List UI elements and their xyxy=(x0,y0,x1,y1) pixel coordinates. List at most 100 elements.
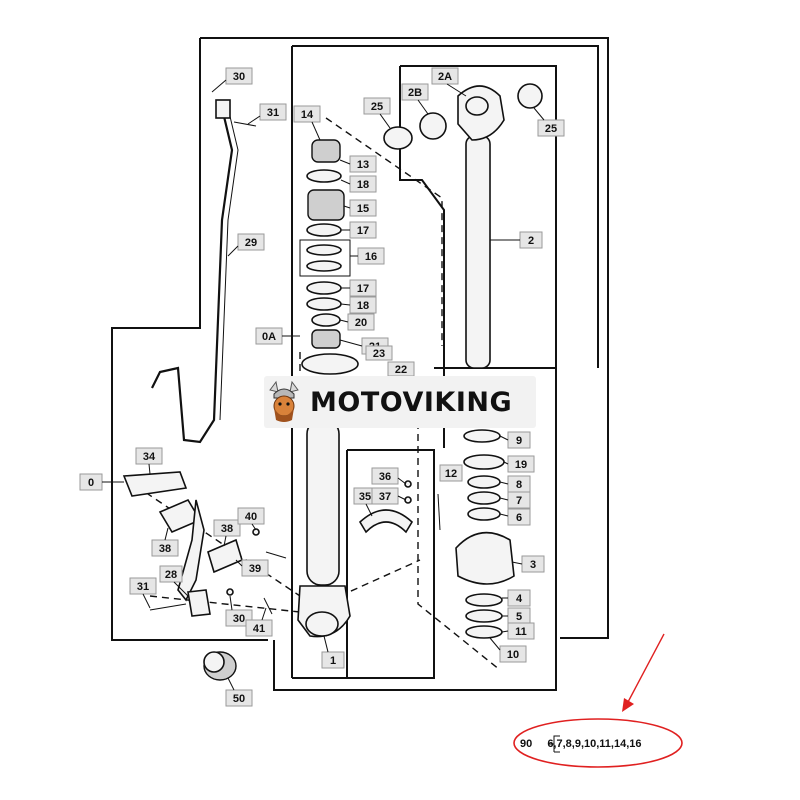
part-label: 28 xyxy=(159,565,183,583)
part-label: 8 xyxy=(507,475,531,493)
part-labels: 0 0A 1 2 2A 2B 3 4 5 6 7 8 9 10 11 12 13… xyxy=(79,67,565,707)
svg-text:17: 17 xyxy=(357,225,369,237)
part-label: 31 xyxy=(259,103,287,121)
part-label: 35 xyxy=(353,487,377,505)
part-label: 5 xyxy=(507,607,531,625)
svg-text:20: 20 xyxy=(355,317,367,329)
part-label: 4 xyxy=(507,589,531,607)
part-label: 38 xyxy=(213,519,241,537)
svg-text:31: 31 xyxy=(137,581,149,593)
svg-text:15: 15 xyxy=(357,203,369,215)
svg-text:11: 11 xyxy=(515,626,527,638)
part-label: 15 xyxy=(349,199,377,217)
part-label: 17 xyxy=(349,221,377,239)
svg-text:50: 50 xyxy=(233,693,245,705)
hydraulic-line-29 xyxy=(151,99,257,444)
part-label: 41 xyxy=(245,619,273,637)
svg-text:2A: 2A xyxy=(438,71,452,83)
rings-2a-2b-25 xyxy=(383,83,543,150)
part-label: 20 xyxy=(347,313,375,331)
part-label: 2B xyxy=(401,83,429,101)
svg-text:37: 37 xyxy=(379,491,391,503)
svg-text:5: 5 xyxy=(516,611,522,623)
svg-text:7: 7 xyxy=(516,495,522,507)
svg-text:38: 38 xyxy=(221,523,233,535)
part-label: 34 xyxy=(135,447,163,465)
part-label: 38 xyxy=(151,539,179,557)
clamp-35 xyxy=(358,480,441,534)
svg-text:25: 25 xyxy=(371,101,383,113)
part-label: 13 xyxy=(349,155,377,173)
svg-text:31: 31 xyxy=(267,107,279,119)
svg-text:8: 8 xyxy=(516,479,522,491)
svg-text:30: 30 xyxy=(233,71,245,83)
svg-text:4: 4 xyxy=(516,593,523,605)
svg-text:25: 25 xyxy=(545,123,557,135)
red-arrow-head-icon xyxy=(622,698,634,712)
svg-text:34: 34 xyxy=(143,451,156,463)
svg-text:29: 29 xyxy=(245,237,257,249)
part-label: 30 xyxy=(225,67,253,85)
part-label: 6 xyxy=(507,508,531,526)
svg-text:9: 9 xyxy=(516,435,522,447)
svg-text:0: 0 xyxy=(88,477,94,489)
watermark-banner: MOTOVIKING xyxy=(264,376,536,428)
part-label: 7 xyxy=(507,491,531,509)
cylinder-barrel xyxy=(457,85,505,369)
reference-note: 90 6,7,8,9,10,11,14,16 xyxy=(520,738,642,750)
part-label: 1 xyxy=(321,651,345,669)
part-label: 25 xyxy=(363,97,391,115)
part-label: 18 xyxy=(349,175,377,193)
part-label: 22 xyxy=(387,361,415,377)
reference-note-items: 6,7,8,9,10,11,14,16 xyxy=(547,738,642,750)
part-label: 25 xyxy=(537,119,565,137)
part-label: 40 xyxy=(237,507,265,525)
svg-text:13: 13 xyxy=(357,159,369,171)
hose-bracket-assembly xyxy=(122,471,287,617)
part-label: 19 xyxy=(507,455,535,473)
part-label: 9 xyxy=(507,431,531,449)
viking-logo-icon xyxy=(269,380,299,422)
svg-text:22: 22 xyxy=(395,364,407,376)
part-label: 0A xyxy=(255,327,283,345)
svg-text:18: 18 xyxy=(357,300,369,312)
part-label: 18 xyxy=(349,296,377,314)
part-label: 12 xyxy=(439,464,463,482)
part-label: 0 xyxy=(79,473,103,491)
svg-text:23: 23 xyxy=(373,348,385,360)
svg-text:16: 16 xyxy=(365,251,377,263)
highlight-ellipse xyxy=(513,718,683,768)
svg-text:12: 12 xyxy=(445,468,457,480)
part-label: 2A xyxy=(431,67,459,85)
svg-text:36: 36 xyxy=(379,471,391,483)
svg-text:14: 14 xyxy=(301,109,314,121)
svg-text:2: 2 xyxy=(528,235,534,247)
part-label: 10 xyxy=(499,645,527,663)
gland-stack xyxy=(455,429,515,639)
svg-text:3: 3 xyxy=(530,559,536,571)
bearing-50 xyxy=(203,651,237,681)
cylinder-rod xyxy=(297,419,351,638)
svg-text:35: 35 xyxy=(359,491,371,503)
part-label: 31 xyxy=(129,577,157,595)
svg-text:17: 17 xyxy=(357,283,369,295)
part-label: 3 xyxy=(521,555,545,573)
part-label: 23 xyxy=(365,345,393,361)
svg-text:40: 40 xyxy=(245,511,257,523)
part-label: 36 xyxy=(371,467,399,485)
part-label: 16 xyxy=(357,247,385,265)
piston-stack xyxy=(299,139,359,375)
svg-text:30: 30 xyxy=(233,613,245,625)
svg-text:28: 28 xyxy=(165,569,177,581)
reference-bracket xyxy=(548,735,560,745)
watermark-text: MOTOVIKING xyxy=(310,386,513,418)
svg-text:18: 18 xyxy=(357,179,369,191)
svg-text:19: 19 xyxy=(515,459,527,471)
svg-text:2B: 2B xyxy=(408,87,422,99)
svg-text:1: 1 xyxy=(330,655,336,667)
reference-note-prefix: 90 xyxy=(520,738,533,750)
part-label: 39 xyxy=(241,559,269,577)
part-label: 29 xyxy=(237,233,265,251)
